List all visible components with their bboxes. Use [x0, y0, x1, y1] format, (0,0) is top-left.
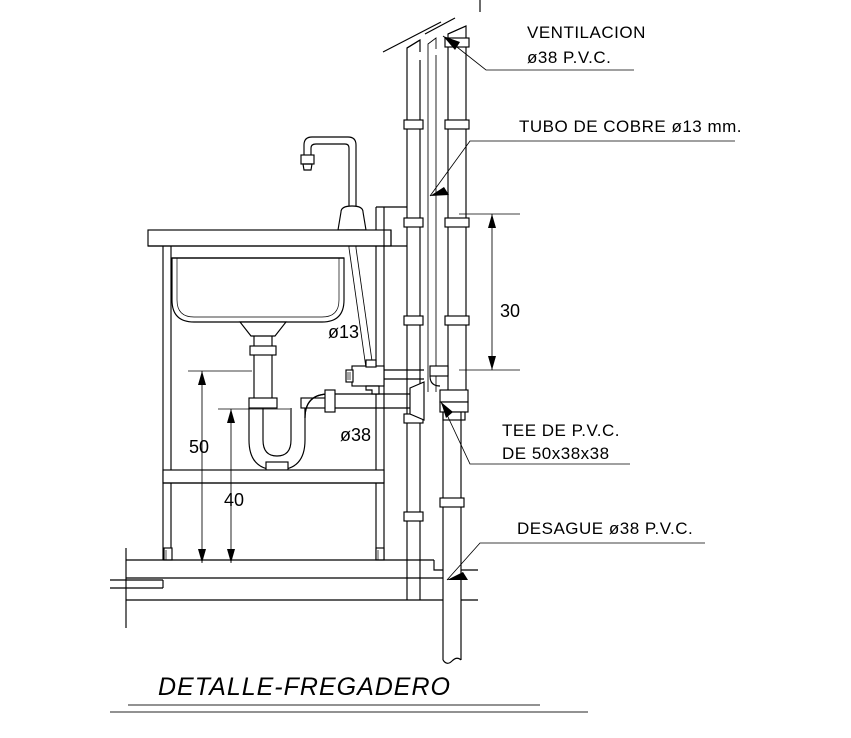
lower-shelf — [162, 469, 385, 484]
pipe-coupling — [444, 119, 470, 326]
annotation-desague: DESAGUE ø38 P.V.C. — [446, 519, 705, 581]
annotation-tee-de-pvc-line1: TEE DE P.V.C. — [502, 421, 620, 440]
dimension-30-label: 30 — [500, 301, 520, 321]
title-block: DETALLE-FREGADERO — [110, 673, 588, 713]
annotation-ventilacion: VENTILACION ø38 P.V.C. — [442, 23, 646, 71]
annotation-tee-de-pvc-line2: DE 50x38x38 — [502, 444, 610, 463]
annotation-ventilacion-line2: ø38 P.V.C. — [527, 48, 611, 67]
annotation-tubo-de-cobre: TUBO DE COBRE ø13 mm. — [429, 117, 742, 197]
sink-basin — [162, 246, 385, 560]
dimension-50-label: 50 — [189, 437, 209, 457]
vent-stack-pvc-38 — [403, 38, 424, 600]
table-legs — [163, 547, 385, 561]
pipe-coupling — [403, 119, 424, 522]
annotation-desague-line1: DESAGUE ø38 P.V.C. — [517, 519, 693, 538]
dimension-40: 40 — [218, 408, 290, 563]
angle-stop-valve — [345, 247, 424, 395]
counter-top — [147, 206, 407, 247]
copper-supply-riser-13 — [424, 17, 456, 392]
annotation-ventilacion-line1: VENTILACION — [527, 23, 646, 42]
annotation-tee-de-pvc: TEE DE P.V.C. DE 50x38x38 — [440, 401, 630, 465]
floor-slab — [110, 548, 478, 628]
waste-stack-pvc-38 — [382, 21, 470, 400]
dimension-50: 50 — [188, 370, 252, 563]
annotation-tubo-de-cobre-line1: TUBO DE COBRE ø13 mm. — [519, 117, 742, 136]
p-trap — [248, 389, 424, 480]
dimension-40-label: 40 — [224, 490, 244, 510]
drawing-title: DETALLE-FREGADERO — [158, 673, 451, 701]
drain-tailpiece — [238, 321, 288, 398]
waste-drop-pipe — [439, 412, 465, 664]
pipe-label-d38: ø38 — [340, 425, 371, 445]
wall-fittings — [409, 365, 469, 421]
pipe-label-d13: ø13 — [328, 322, 359, 342]
dimension-30: 30 — [459, 213, 520, 371]
